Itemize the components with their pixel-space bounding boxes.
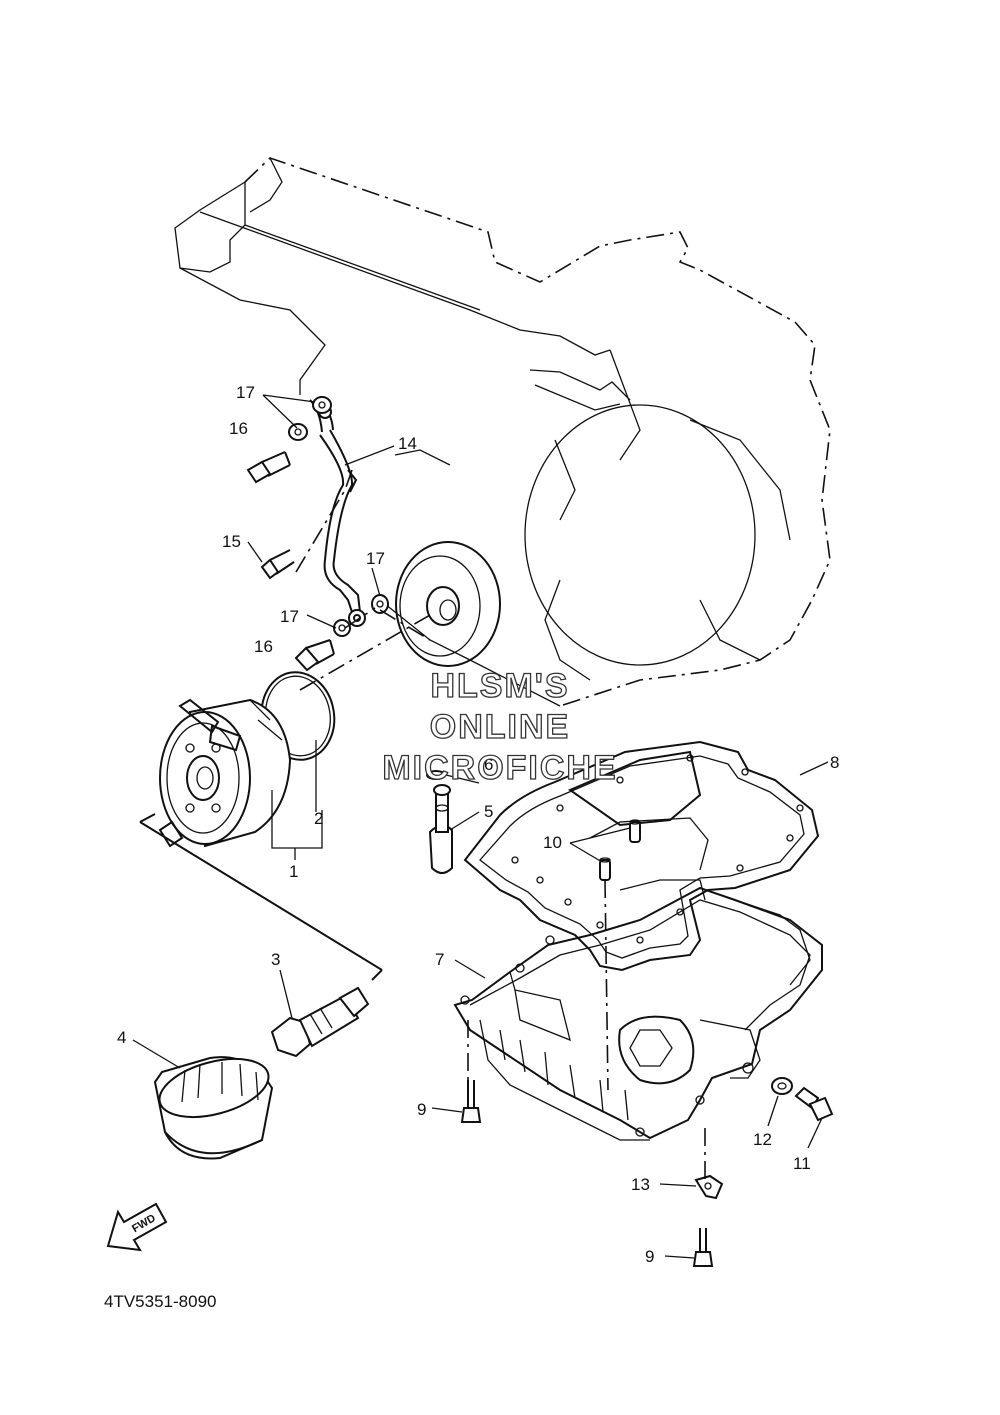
callout-13: 13 [631, 1175, 650, 1194]
oil-pan-gasket [463, 740, 820, 972]
callout-5: 5 [484, 802, 493, 821]
callout-14: 14 [398, 434, 417, 453]
diagram-reference-code: 4TV5351-8090 [104, 1292, 216, 1311]
callout-8: 8 [830, 753, 839, 772]
watermark-line-3: MICROFICHE [382, 749, 617, 787]
callout-2: 2 [314, 809, 323, 828]
callout-16-lower: 16 [254, 637, 273, 656]
dowel-pin-a [629, 819, 641, 843]
union-bolt-upper [246, 451, 291, 484]
callout-4: 4 [117, 1028, 126, 1047]
assembly-centerline [299, 614, 431, 691]
union-bolt-pipe [270, 986, 370, 1058]
union-bolt-lower [294, 639, 335, 672]
callout-7: 7 [435, 950, 444, 969]
pan-bolt-upper [460, 1080, 482, 1123]
callout-16-upper: 16 [229, 419, 248, 438]
oil-cooler [158, 698, 292, 848]
watermark: HLSM'S ONLINE MICROFICHE [382, 666, 617, 787]
cooler-mount-boss [395, 541, 501, 667]
leader-lines [132, 394, 829, 1259]
callout-17-middle: 17 [366, 549, 385, 568]
callout-12: 12 [753, 1130, 772, 1149]
callout-15: 15 [222, 532, 241, 551]
oil-pan [453, 879, 823, 1141]
oil-filter [153, 1056, 274, 1160]
pan-bolt-lower [692, 1228, 714, 1267]
callout-6: 6 [484, 755, 493, 774]
callout-11: 11 [793, 1154, 811, 1173]
bolt-15 [260, 549, 295, 580]
watermark-line-2: ONLINE [430, 708, 570, 746]
drain-washer [771, 1077, 793, 1095]
callout-9-lower: 9 [645, 1247, 654, 1266]
clamp-13 [694, 1174, 724, 1200]
callout-17-upper: 17 [236, 383, 255, 402]
callout-10: 10 [543, 833, 562, 852]
callout-9-upper: 9 [417, 1100, 426, 1119]
callout-17-lower: 17 [280, 607, 299, 626]
watermark-line-1: HLSM'S [430, 667, 569, 705]
callout-1: 1 [289, 862, 298, 881]
engine-block [174, 157, 831, 707]
o-ring-small [426, 770, 446, 780]
cooler-bracket-line [139, 821, 383, 971]
washer-group [288, 396, 389, 637]
drain-bolt [794, 1086, 834, 1122]
forward-arrow-icon: FWD [106, 1202, 168, 1252]
callout-3: 3 [271, 950, 280, 969]
relief-valve [428, 784, 453, 874]
oil-delivery-pipe [309, 397, 366, 627]
